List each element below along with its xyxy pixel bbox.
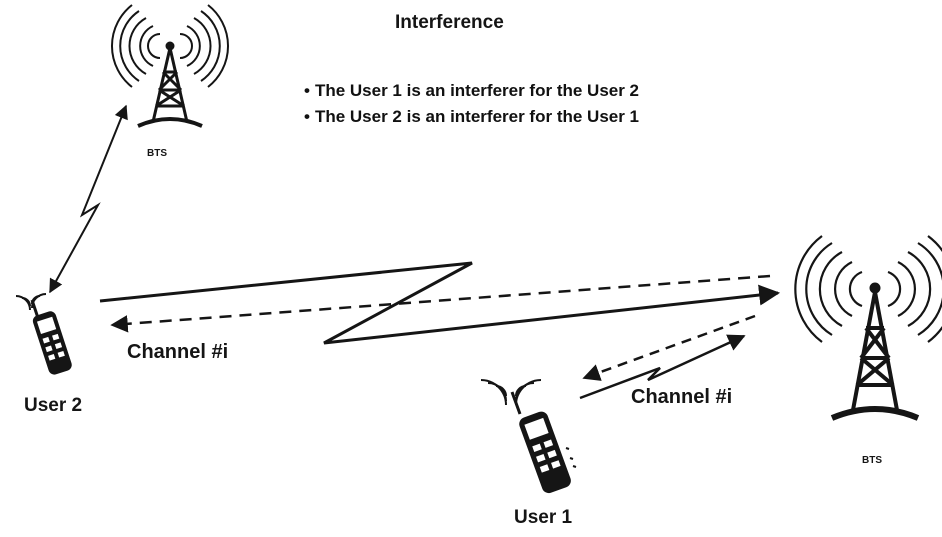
user1-phone-icon [480, 379, 577, 494]
user2-label: User 2 [24, 395, 83, 416]
bts-tower-top-icon [110, 4, 230, 128]
bts-tower-right-icon [794, 235, 942, 421]
bullet-item-2: The User 2 is an interferer for the User… [304, 104, 639, 130]
channel-label-right: Channel #i [631, 386, 733, 408]
bts-top-label: BTS [147, 148, 167, 159]
link-bts-right-to-user2-dashed [110, 274, 771, 333]
diagram-title: Interference [395, 12, 504, 33]
link-user2-bts-top [49, 104, 128, 294]
bullet-list: The User 1 is an interferer for the User… [304, 78, 639, 130]
bts-right-label: BTS [862, 455, 882, 466]
user1-label: User 1 [514, 507, 573, 528]
link-bts-right-to-user1-dashed [582, 314, 756, 381]
channel-label-left: Channel #i [127, 341, 229, 363]
link-user1-to-bts-right [579, 334, 746, 400]
user2-phone-icon [15, 293, 72, 375]
bullet-item-1: The User 1 is an interferer for the User… [304, 78, 639, 104]
link-user2-to-bts-right [99, 261, 781, 345]
